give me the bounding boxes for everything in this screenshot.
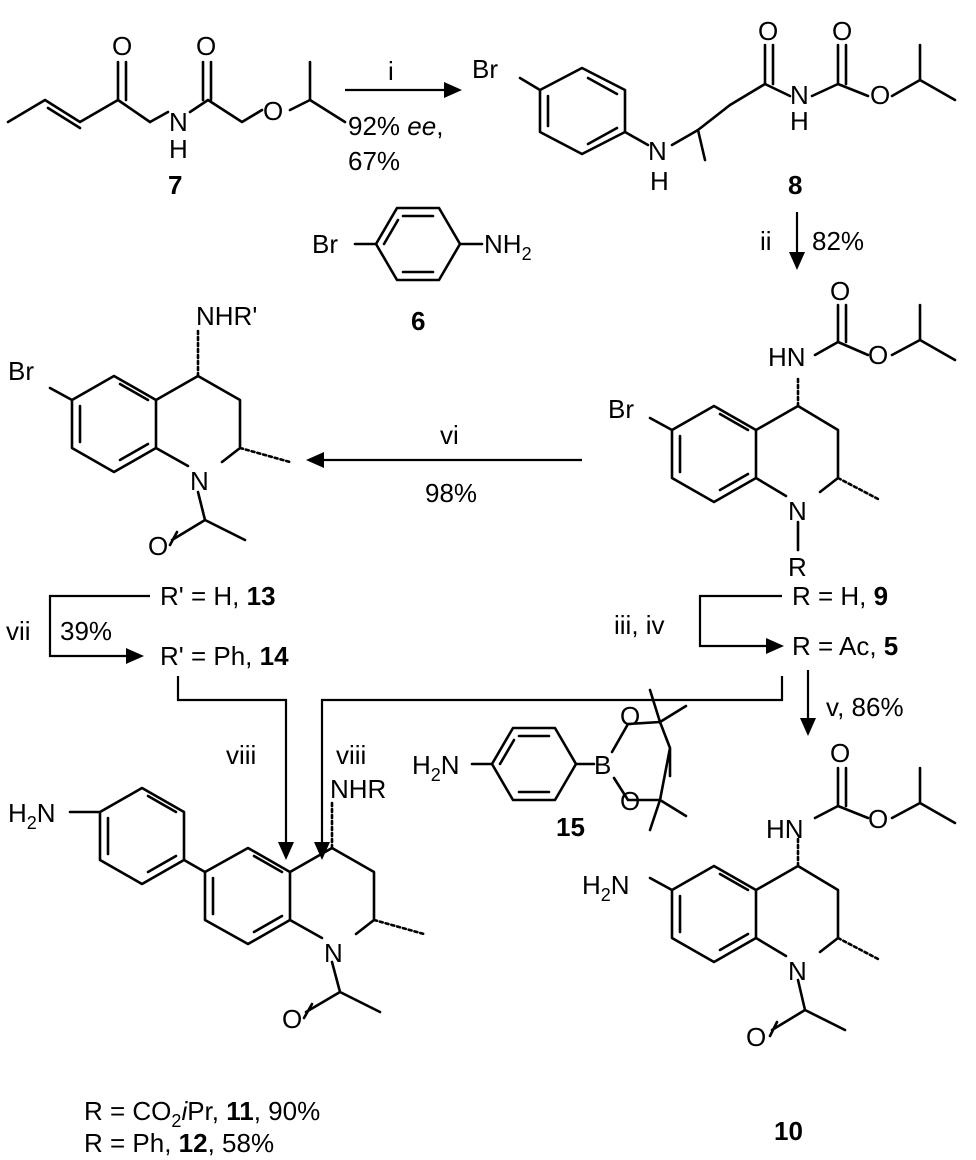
compound-13-r-label: R' = H, 13 [160, 581, 276, 611]
step-ii-yield: 82% [812, 226, 864, 256]
atom-o: O [282, 1004, 302, 1034]
compound-15-label: 15 [556, 812, 585, 842]
compound-5-r-label: R = Ac, 5 [792, 631, 898, 661]
compound-12-label: R = Ph, 12, 58% [84, 1128, 274, 1158]
atom-nhr: NHR [330, 774, 386, 804]
step-iii-iv-arrow: R = H, 9 iii, iv R = Ac, 5 [614, 581, 898, 661]
step-i-label: i [388, 56, 394, 86]
step-vii-yield: 39% [60, 616, 112, 646]
step-vii-label: vii [6, 616, 31, 646]
atom-n: N [790, 80, 809, 110]
atom-h: H [790, 106, 809, 136]
step-i-ee: 92% ee, [348, 111, 443, 141]
atom-n: N [190, 466, 209, 496]
compound-8-structure: Br N H O N H O O 8 [472, 16, 957, 200]
compound-7-label: 7 [168, 170, 182, 200]
atom-n: N [788, 496, 807, 526]
atom-o: O [196, 31, 216, 61]
compound-15-h2n: H2N [412, 750, 460, 785]
compound-11-12-structure: H2N NHR N O R = CO2iPr, 11, 90% R = Ph, … [8, 774, 426, 1158]
step-viii-arrows: viii viii [176, 676, 784, 860]
atom-o: O [830, 738, 850, 768]
step-i-arrow: i 92% ee, 67% [345, 56, 462, 176]
atom-h: H [169, 134, 188, 164]
atom-nhr-prime: NHR' [196, 301, 257, 331]
atom-b: B [594, 750, 611, 780]
atom-o: O [868, 340, 888, 370]
compound-11-label: R = CO2iPr, 11, 90% [84, 1096, 320, 1131]
atom-br: Br [608, 394, 634, 424]
compound-9-r-label: R = H, 9 [792, 581, 888, 611]
step-vi-arrow: vi 98% [306, 420, 582, 508]
compound-9-structure: Br HN O O N R [608, 276, 957, 582]
step-iii-iv-label: iii, iv [614, 610, 665, 640]
atom-o: O [263, 96, 283, 126]
atom-o: O [870, 80, 890, 110]
atom-o: O [830, 276, 850, 306]
step-viii-label-b: viii [336, 740, 366, 770]
step-v-label: v, 86% [826, 692, 904, 722]
compound-14-r-label: R' = Ph, 14 [160, 641, 289, 671]
atom-h: H [650, 166, 669, 196]
step-i-yield: 67% [348, 146, 400, 176]
compound-11-h2n: H2N [8, 798, 56, 833]
atom-n: N [169, 107, 188, 137]
compound-8-label: 8 [788, 170, 802, 200]
compound-6-label: 6 [411, 306, 425, 336]
atom-hn: HN [768, 342, 806, 372]
step-ii-arrow: ii 82% [760, 212, 864, 270]
atom-br: Br [8, 356, 34, 386]
atom-o: O [620, 786, 640, 816]
compound-6-structure: Br NH2 6 [312, 206, 532, 336]
atom-o: O [746, 1022, 766, 1052]
compound-7-structure: O O N H O 7 [6, 31, 347, 200]
atom-o: O [112, 31, 132, 61]
step-viii-label-a: viii [226, 740, 256, 770]
atom-o: O [620, 701, 640, 731]
atom-n: N [788, 956, 807, 986]
atom-o: O [758, 16, 778, 46]
compound-15-structure: H2N B O O 15 [412, 688, 688, 842]
atom-o: O [868, 804, 888, 834]
atom-r: R [788, 552, 807, 582]
step-v-arrow: v, 86% [800, 670, 904, 736]
step-ii-label: ii [760, 226, 772, 256]
compound-10-structure: H2N HN O O N O 10 [582, 738, 957, 1146]
step-vii-arrow: R' = H, 13 vii 39% R' = Ph, 14 [6, 581, 289, 671]
step-vi-label: vi [440, 420, 459, 450]
atom-o: O [148, 531, 168, 561]
compound-10-label: 10 [774, 1116, 803, 1146]
compound-6-nh2: NH2 [484, 229, 532, 264]
compound-13-14-structure: Br NHR' N O [8, 301, 292, 561]
step-vi-yield: 98% [425, 478, 477, 508]
atom-o: O [832, 16, 852, 46]
atom-n: N [324, 938, 343, 968]
atom-n: N [648, 136, 667, 166]
atom-hn: HN [766, 814, 804, 844]
compound-10-h2n: H2N [582, 870, 630, 905]
compound-6-br: Br [312, 229, 338, 259]
atom-br: Br [472, 54, 498, 84]
